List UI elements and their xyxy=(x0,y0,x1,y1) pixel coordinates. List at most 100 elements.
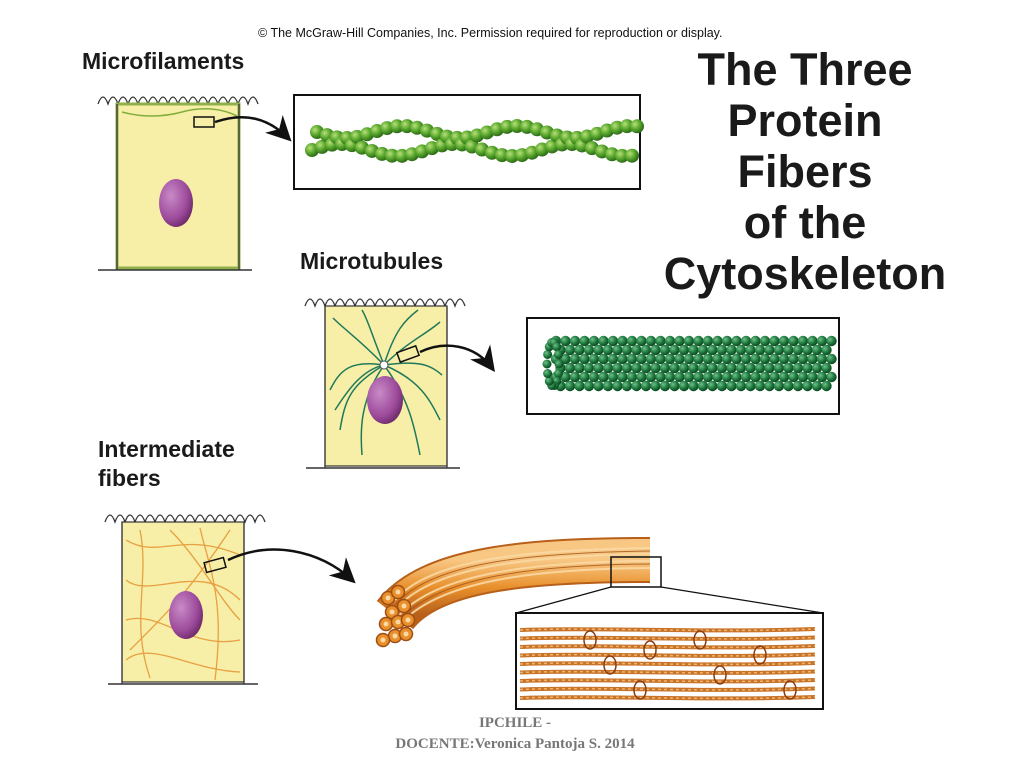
microfilaments-label: Microfilaments xyxy=(82,48,245,74)
tubulin-bead xyxy=(783,344,794,356)
footer-line-2: DOCENTE:Veronica Pantoja S. 2014 xyxy=(395,736,635,752)
tubulin-bead xyxy=(754,344,766,356)
tubulin-bead xyxy=(816,371,828,383)
tubulin-bead xyxy=(645,353,657,365)
tubulin-bead xyxy=(650,362,661,374)
tubulin-bead xyxy=(792,344,804,356)
tubulin-bead xyxy=(553,369,563,379)
tubulin-bead xyxy=(669,344,680,356)
tubulin-bead xyxy=(543,349,553,359)
nucleus xyxy=(169,591,203,639)
tubulin-bead xyxy=(560,353,571,365)
tubulin-bead xyxy=(783,362,794,374)
actin-bead xyxy=(630,119,644,134)
tubulin-bead xyxy=(631,344,642,356)
tubulin-bead xyxy=(792,380,804,392)
tubulin-bead xyxy=(645,335,657,347)
copyright-notice: © The McGraw-Hill Companies, Inc. Permis… xyxy=(258,26,723,40)
tubulin-bead xyxy=(598,335,609,347)
actin-bead xyxy=(510,119,524,134)
tubulin-bead xyxy=(759,371,771,383)
tubulin-bead xyxy=(664,335,676,347)
tubulin-bead xyxy=(564,362,576,374)
tubulin-bead xyxy=(773,380,785,392)
tubulin-bead xyxy=(811,380,823,392)
tubulin-bead xyxy=(745,344,756,356)
tubulin-bead xyxy=(778,353,790,365)
tubulin-bead xyxy=(602,380,614,392)
intermediate-fiber-rope xyxy=(375,537,824,648)
protofilament-twist xyxy=(519,628,816,632)
tubulin-bead xyxy=(640,362,652,374)
tubulin-bead xyxy=(588,371,600,383)
tubulin-bead xyxy=(697,344,709,356)
tubulin-bead xyxy=(583,380,595,392)
strand-knot xyxy=(633,680,647,700)
tubulin-bead xyxy=(688,362,699,374)
tubulin-bead xyxy=(821,380,832,392)
tubulin-bead xyxy=(693,353,704,365)
tubulin-bead xyxy=(626,335,638,347)
tubulin-bead xyxy=(807,371,818,383)
tubulin-bead xyxy=(574,362,585,374)
tubulin-bead xyxy=(811,344,823,356)
tubulin-bead xyxy=(750,371,761,383)
tubulin-bead xyxy=(816,353,828,365)
tubulin-bead xyxy=(669,362,680,374)
tubulin-bead xyxy=(740,335,752,347)
tubulin-bead xyxy=(617,371,628,383)
tubulin-bead xyxy=(554,359,564,369)
page-title: The Three Protein Fibers of the Cytoskel… xyxy=(640,44,970,299)
tubulin-bead xyxy=(683,353,695,365)
actin-bead xyxy=(620,119,634,134)
tubulin-bead xyxy=(764,362,775,374)
tubulin-bead xyxy=(821,344,832,356)
tubulin-bead xyxy=(621,344,633,356)
tubulin-bead xyxy=(669,380,680,392)
tubulin-bead xyxy=(764,344,775,356)
tubulin-bead xyxy=(631,380,642,392)
tubulin-bead xyxy=(707,380,718,392)
tubulin-bead xyxy=(640,380,652,392)
strand-core xyxy=(380,637,386,643)
tubulin-bead xyxy=(678,344,690,356)
strand-core xyxy=(383,621,389,627)
tubulin-bead xyxy=(612,380,623,392)
strand-core xyxy=(385,595,391,601)
tubulin-bead xyxy=(688,344,699,356)
tubulin-bead xyxy=(593,362,604,374)
tubulin-bead xyxy=(602,344,614,356)
tubulin-bead xyxy=(759,335,771,347)
tubulin-bead xyxy=(735,344,747,356)
tubulin-bead xyxy=(688,380,699,392)
tubulin-bead xyxy=(607,353,619,365)
tubulin-bead xyxy=(731,335,742,347)
strand-core xyxy=(395,589,401,595)
protofilament-twist xyxy=(519,696,816,700)
tubulin-bead xyxy=(788,335,799,347)
strand-knot xyxy=(583,630,597,650)
tubulin-bead xyxy=(816,335,828,347)
tubulin-bead xyxy=(564,380,576,392)
tubulin-bead xyxy=(740,371,752,383)
tubulin-bead xyxy=(764,380,775,392)
tubulin-bead xyxy=(750,335,761,347)
protofilament-twist xyxy=(519,636,816,640)
tubulin-bead xyxy=(674,371,685,383)
footer-line-1: IPCHILE - xyxy=(478,715,552,731)
tubulin-bead xyxy=(783,380,794,392)
tubulin-bead xyxy=(712,371,723,383)
tubulin-bead xyxy=(579,371,590,383)
tubulin-bead xyxy=(807,335,818,347)
tubulin-bead xyxy=(788,371,799,383)
tubulin-bead xyxy=(607,371,619,383)
tubulin-bead xyxy=(659,362,671,374)
tubulin-bead xyxy=(826,371,837,383)
tubulin-bead xyxy=(697,362,709,374)
microtubules-label: Microtubules xyxy=(300,248,444,274)
tubulin-bead xyxy=(650,380,661,392)
tubulin-bead xyxy=(569,371,581,383)
tubulin-bead xyxy=(726,362,737,374)
tubulin-bead xyxy=(569,335,581,347)
